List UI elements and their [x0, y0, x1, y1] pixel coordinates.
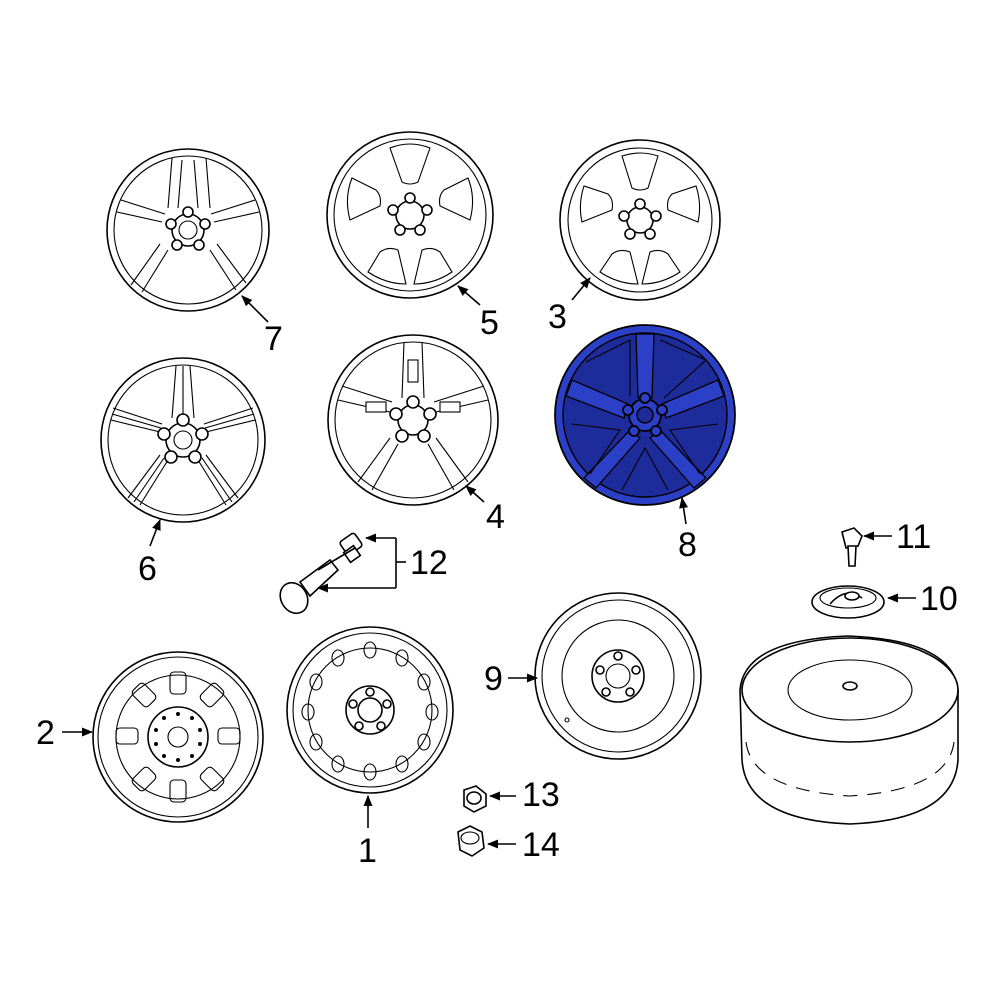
wheel-6[interactable]: [100, 357, 266, 523]
wheel-3[interactable]: [559, 139, 721, 301]
callout-4: 4: [486, 498, 505, 536]
callout-10: 10: [920, 580, 958, 618]
wheel-8[interactable]: [554, 324, 736, 506]
spare-wheel-9[interactable]: [534, 592, 702, 760]
wheel-4[interactable]: [327, 334, 499, 506]
callout-6: 6: [138, 550, 157, 588]
bolt-11[interactable]: [841, 527, 863, 567]
leader-lines: [62, 277, 916, 849]
callout-2: 2: [36, 714, 55, 752]
retainer-10[interactable]: [811, 585, 885, 619]
callout-5: 5: [480, 304, 499, 342]
lug-nut-14[interactable]: [457, 825, 485, 857]
callout-9: 9: [484, 660, 503, 698]
lug-nut-13[interactable]: [463, 785, 487, 813]
callout-12: 12: [410, 544, 448, 582]
callout-7: 7: [264, 320, 283, 358]
wheel-7[interactable]: [106, 148, 270, 312]
callout-14: 14: [522, 826, 560, 864]
valve-stem-12[interactable]: [275, 532, 363, 618]
steel-wheel-2[interactable]: [92, 651, 264, 823]
wheel-5[interactable]: [326, 131, 494, 299]
callout-1: 1: [358, 832, 377, 870]
callout-11: 11: [896, 518, 931, 556]
callout-8: 8: [678, 526, 697, 564]
spare-tire-cover[interactable]: [739, 635, 959, 825]
callout-13: 13: [522, 776, 560, 814]
callout-3: 3: [548, 298, 567, 336]
steel-wheel-1[interactable]: [286, 626, 454, 794]
